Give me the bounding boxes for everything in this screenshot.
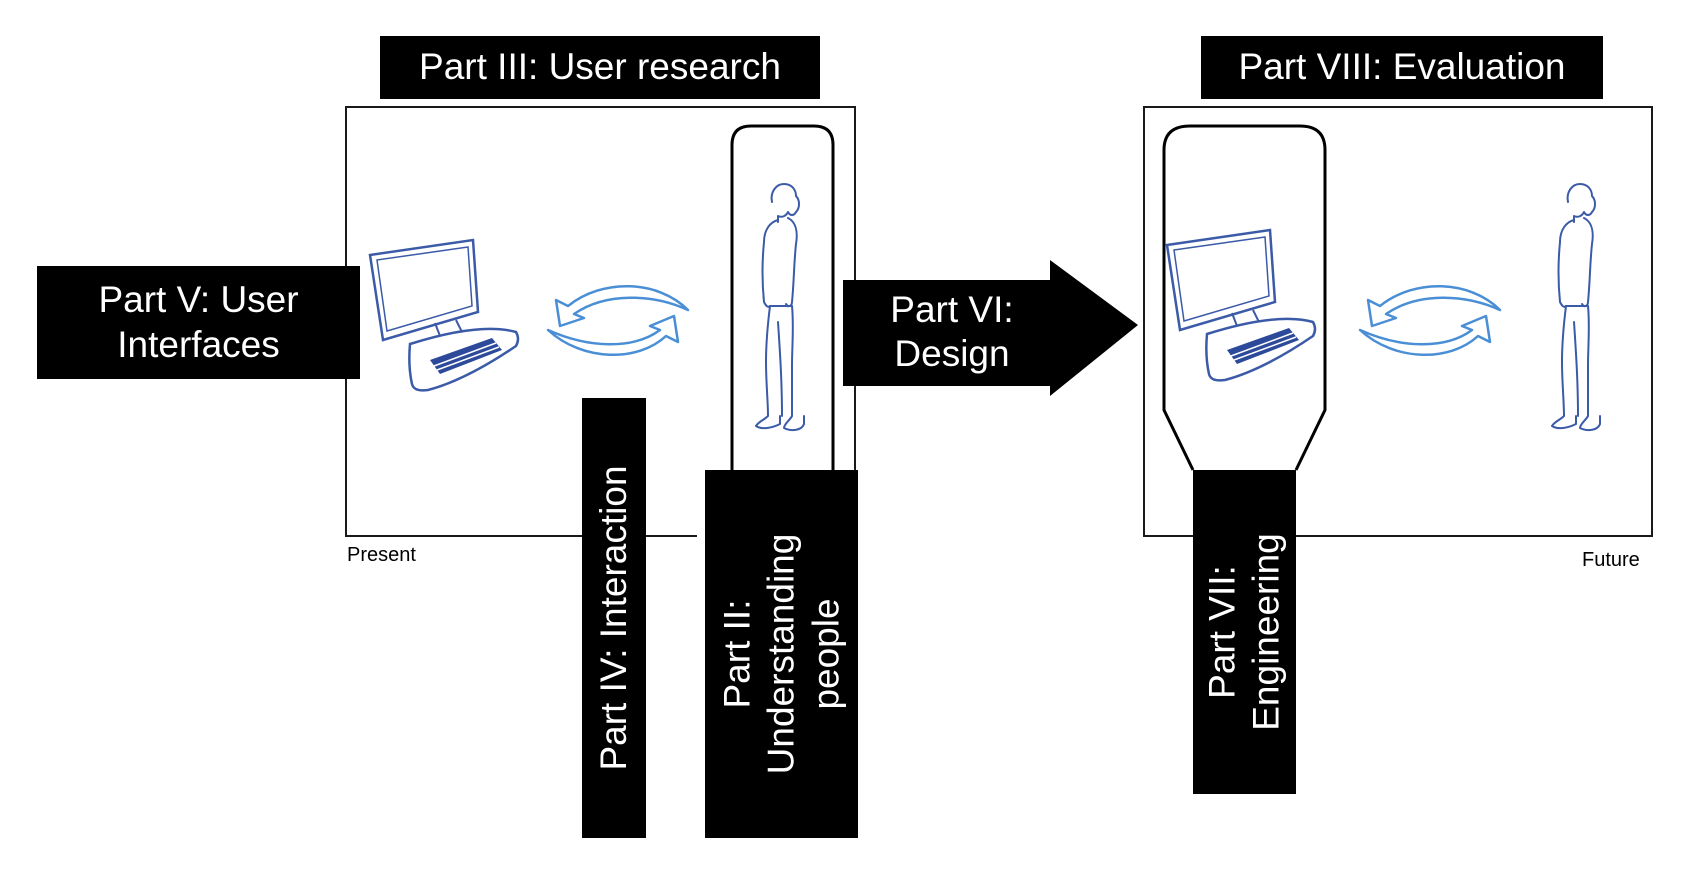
- label-evaluation: Part VIII: Evaluation: [1201, 36, 1603, 99]
- caption-future: Future: [1582, 549, 1640, 571]
- exchange-arrows-icon: [546, 284, 690, 357]
- computer-icon: [368, 238, 520, 392]
- label-understanding-people-text: Part II: Understanding people: [715, 534, 848, 775]
- label-design-line2: Design: [894, 333, 1010, 375]
- label-user-interfaces-line2: Interfaces: [117, 323, 280, 365]
- label-interaction: Part IV: Interaction: [582, 398, 646, 838]
- caption-present: Present: [347, 544, 416, 566]
- label-understanding-people: Part II: Understanding people: [705, 470, 858, 838]
- label-engineering-line2: Engineering: [1245, 533, 1287, 731]
- label-design-line1: Part VI:: [890, 289, 1014, 330]
- label-design: Part VI: Design: [862, 288, 1042, 377]
- computer-icon: [1165, 228, 1317, 382]
- label-user-interfaces-line1: Part V: User: [98, 279, 299, 321]
- label-engineering: Part VII: Engineering: [1193, 470, 1296, 794]
- label-understanding-line1: Part II:: [715, 599, 757, 709]
- standing-person-icon: [755, 183, 805, 432]
- label-understanding-line3: people: [804, 598, 846, 710]
- label-understanding-line2: Understanding: [760, 533, 802, 775]
- label-interaction-text: Part IV: Interaction: [592, 465, 634, 771]
- label-evaluation-text: Part VIII: Evaluation: [1238, 46, 1566, 88]
- label-user-interfaces: Part V: User Interfaces: [37, 266, 360, 379]
- label-engineering-line1: Part VII:: [1201, 565, 1243, 699]
- label-user-research: Part III: User research: [380, 36, 820, 99]
- label-user-research-text: Part III: User research: [419, 46, 781, 88]
- exchange-arrows-icon: [1358, 284, 1502, 357]
- label-engineering-text: Part VII: Engineering: [1200, 533, 1289, 730]
- standing-person-icon: [1551, 183, 1601, 432]
